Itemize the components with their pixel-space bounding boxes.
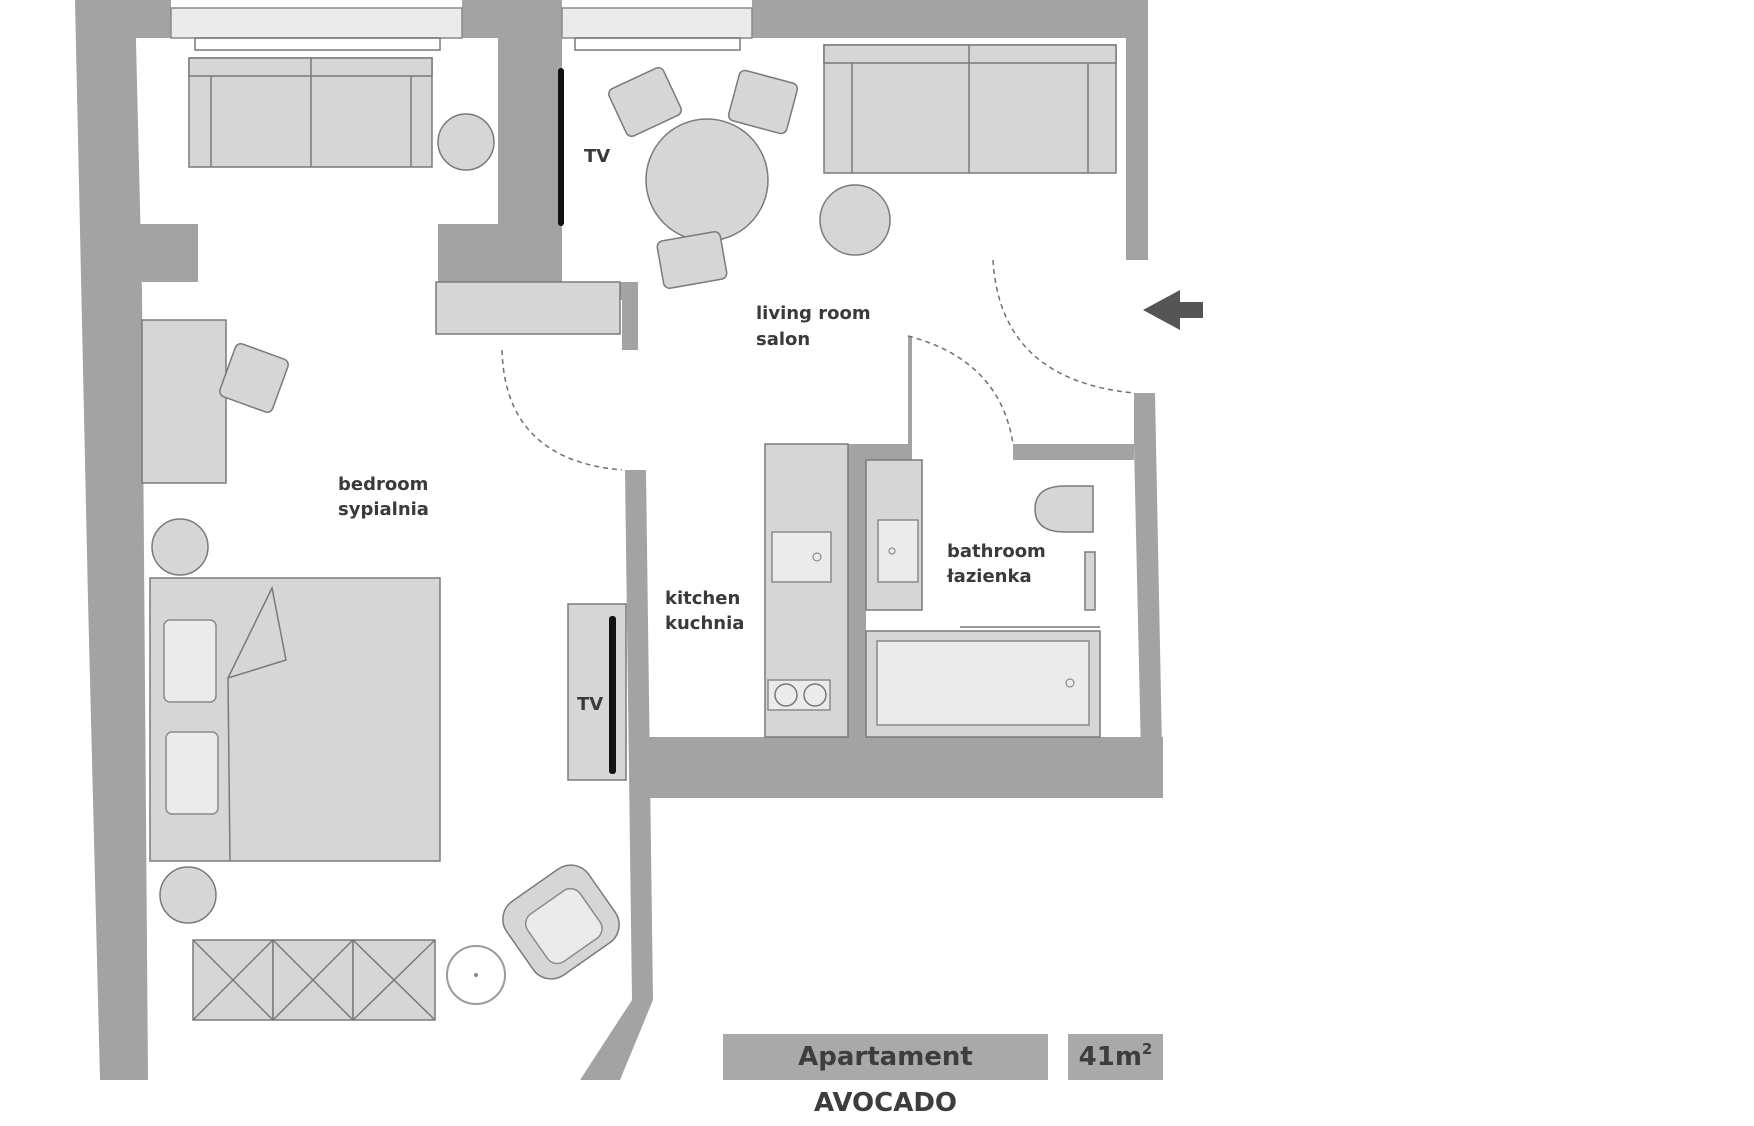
towel-rail-icon xyxy=(1084,551,1096,611)
wall-right-upper xyxy=(1126,0,1148,260)
door-swing-entrance xyxy=(992,259,1135,394)
pillow-bottom xyxy=(165,731,219,815)
window-living-sill xyxy=(574,37,741,51)
wall-top-mid-left xyxy=(462,0,562,38)
wall-top-left xyxy=(135,0,171,38)
side-table-bedroom-bottom xyxy=(159,866,217,924)
sofa-living-room-back xyxy=(823,44,1117,64)
tv-living-room-icon xyxy=(558,68,564,226)
wall-living-left xyxy=(552,38,562,262)
room-labels: TV TV living room salon bedroom sypialni… xyxy=(338,146,1046,715)
side-table-living-room xyxy=(819,184,891,256)
dining-table xyxy=(645,118,769,242)
wall-kitchen-bath-divider xyxy=(848,444,866,737)
chair-icon xyxy=(608,66,682,138)
bathroom-label-en: bathroom xyxy=(947,541,1046,562)
window-living xyxy=(561,7,753,39)
wall-bedroom-notch xyxy=(135,224,198,282)
pillow-top xyxy=(163,619,217,703)
sofa-living-room xyxy=(823,44,1117,174)
chair-icon xyxy=(727,69,799,135)
chair-icon xyxy=(219,343,289,413)
tv-label-living-room: TV xyxy=(584,146,610,167)
kitchen-label-pl: kuchnia xyxy=(665,613,744,634)
door-swing-bedroom xyxy=(501,349,623,471)
living-room-label-pl: salon xyxy=(756,329,810,350)
cooktop-icon xyxy=(767,679,831,711)
apartment-area-badge: 41m2 xyxy=(1068,1034,1163,1080)
armchair-icon xyxy=(502,864,620,980)
apartment-name-badge: Apartament AVOCADO xyxy=(723,1034,1048,1118)
living-room-furniture xyxy=(435,44,1135,471)
entrance-arrow-icon xyxy=(1143,290,1203,330)
floor-lamp-icon xyxy=(446,945,506,1005)
floor-plan: TV TV living room salon bedroom sypialni… xyxy=(75,0,1203,1080)
bathroom-label-pl: łazienka xyxy=(946,566,1032,587)
walls xyxy=(75,0,1163,1080)
tv-label-bedroom: TV xyxy=(577,694,603,715)
apartment-name: Apartament AVOCADO xyxy=(798,1042,973,1118)
toilet-icon xyxy=(1034,485,1094,533)
apartment-area-unit: 2 xyxy=(1141,1040,1153,1059)
apartment-area-value: 41m xyxy=(1078,1042,1142,1072)
wall-left-outer xyxy=(75,0,148,1080)
wall-bath-door-stub xyxy=(908,336,912,460)
tv-bedroom-icon xyxy=(609,616,616,774)
living-room-label-en: living room xyxy=(756,303,871,324)
wall-bottom-kitchen-bath xyxy=(646,737,1163,798)
wall-top-right xyxy=(752,0,1148,38)
window-bedroom xyxy=(170,7,463,39)
wall-right-lower xyxy=(1134,393,1163,798)
wall-bedroom-bump xyxy=(438,38,638,350)
side-table-bedroom-top xyxy=(437,113,495,171)
bathroom-furniture xyxy=(865,459,1101,738)
wall-bedroom-kitchen xyxy=(580,470,653,1080)
side-table-bedroom-left xyxy=(151,518,209,576)
windows xyxy=(170,7,753,51)
chair-icon xyxy=(656,231,728,289)
tv-stand-bedroom xyxy=(567,603,627,781)
kitchen-sink-icon xyxy=(771,531,832,583)
desk-bedroom xyxy=(141,319,227,484)
shelf-living-room xyxy=(435,281,621,335)
bedroom-label-pl: sypialnia xyxy=(338,499,429,520)
bed-duvet-fold xyxy=(227,585,287,862)
kitchen-label-en: kitchen xyxy=(665,588,740,609)
window-bedroom-sill xyxy=(194,37,441,51)
bedroom-furniture xyxy=(141,319,627,1021)
bedroom-sofa-area xyxy=(188,57,495,171)
bath-sink-icon xyxy=(877,519,919,583)
door-swing-bathroom xyxy=(907,335,1014,445)
kitchen-furniture xyxy=(764,443,849,738)
bedroom-label-en: bedroom xyxy=(338,474,428,495)
